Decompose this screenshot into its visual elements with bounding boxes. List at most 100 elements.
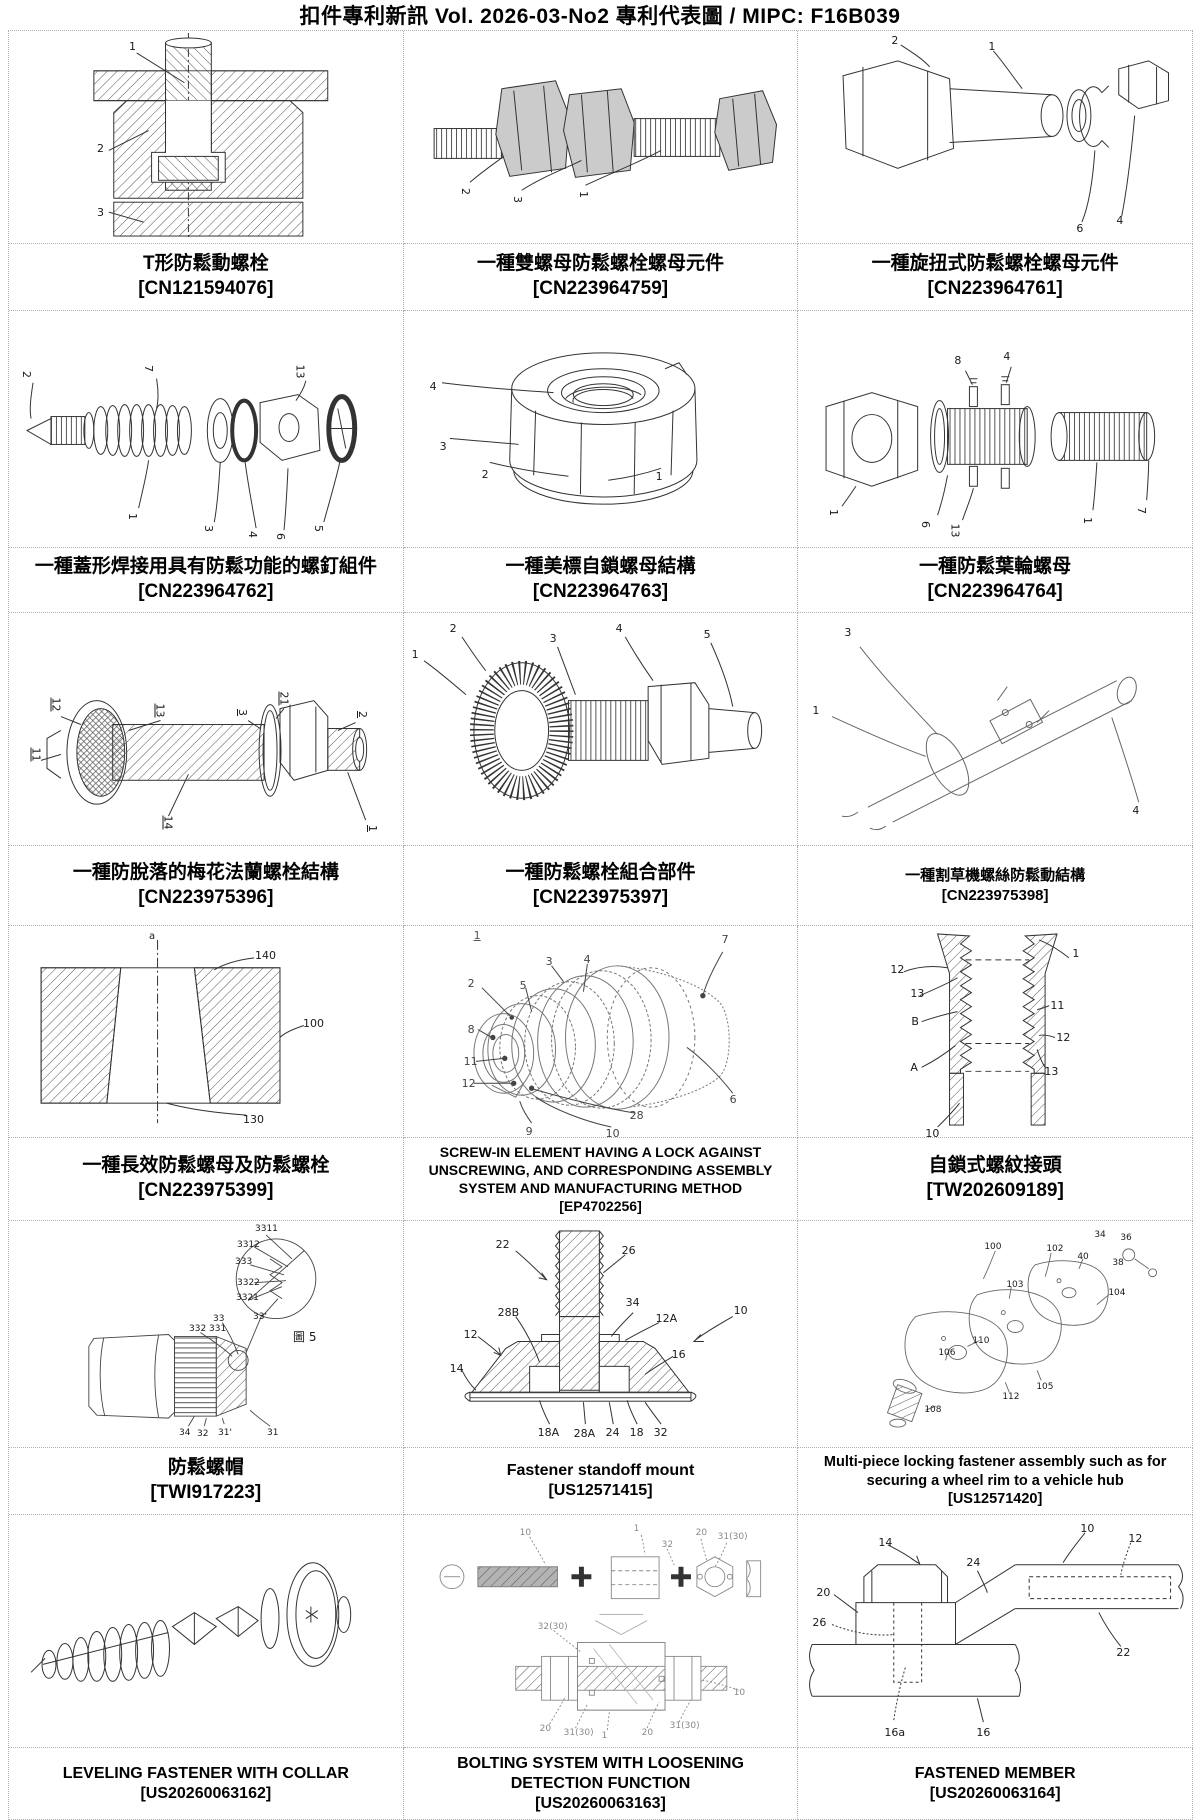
patent-title: BOLTING SYSTEM WITH LOOSENING DETECTION …	[457, 1754, 744, 1792]
figure-ref-label: 12	[890, 963, 905, 976]
figure-ref-label: 28A	[573, 1427, 596, 1440]
figure-ref-label: 331	[209, 1324, 227, 1334]
patent-drawing	[903, 933, 1070, 1128]
figure-ref-label: 31'	[218, 1428, 232, 1438]
patent-number: [US12571420]	[947, 1491, 1043, 1508]
figure-ref-label: A	[910, 1061, 918, 1074]
patent-number: [CN121594076]	[138, 278, 274, 299]
figure-ref-label: 圖 5	[293, 1330, 317, 1344]
figure-ref-label: 110	[972, 1336, 990, 1346]
figure-ref-label: 13	[153, 703, 167, 718]
caption-cn223964763: 一種美標自鎖螺母結構 [CN223964763]	[403, 548, 799, 613]
figure-ref-label: 12A	[655, 1312, 678, 1325]
figure-ref-label: 104	[1108, 1288, 1126, 1298]
patent-title: T形防鬆動螺栓	[143, 253, 269, 275]
patent-title: 自鎖式螺紋接頭	[928, 1155, 1062, 1177]
figure-ref-label: 11	[1050, 999, 1065, 1012]
figure-ref-label: 5	[312, 525, 325, 532]
figure-ref-label: 10	[925, 1127, 940, 1138]
figure-ref-label: 32(30)	[537, 1622, 568, 1632]
patent-number: [CN223964761]	[927, 278, 1063, 299]
patent-number: [CN223964762]	[138, 581, 274, 602]
patent-number: [US20260063164]	[929, 1784, 1061, 1802]
patent-title: SCREW-IN ELEMENT HAVING A LOCK AGAINST U…	[428, 1143, 773, 1196]
caption-cn223975398: 一種割草機螺絲防鬆動結構 [CN223975398]	[798, 846, 1193, 926]
patent-title: 一種防鬆螺栓組合部件	[505, 861, 696, 883]
patent-drawing	[30, 1562, 352, 1682]
figure-ref-label: 4	[1132, 804, 1140, 817]
figure-ref-label: 4	[1116, 214, 1124, 227]
figure-ref-label: 22	[495, 1238, 510, 1251]
patent-number: [CN223975396]	[138, 886, 274, 908]
figure-ref-label: 13	[1044, 1065, 1059, 1078]
figure-ref-label: 6	[1076, 222, 1084, 235]
figure-ref-label: 12	[49, 697, 63, 712]
patent-number: [US12571415]	[548, 1482, 653, 1499]
figure-ref-label: 11	[29, 747, 43, 762]
patent-drawing	[441, 352, 698, 505]
figure-ref-label: 31(30)	[563, 1728, 594, 1738]
figure-ref-label: 13	[948, 523, 962, 538]
patent-drawing	[40, 939, 305, 1124]
figure-ref-label: 130	[243, 1113, 264, 1126]
figure-ref-label: 3	[549, 632, 557, 645]
caption-twi917223: 防鬆螺帽 [TWI917223]	[9, 1448, 404, 1515]
figure-ref-label: 20	[641, 1728, 654, 1738]
figure-ref-label: 3	[545, 955, 553, 968]
figure-ref-label: B	[911, 1015, 919, 1028]
patent-number: [TWI917223]	[150, 1482, 262, 1503]
figure-ref-label: 100	[984, 1242, 1002, 1252]
caption-cn223975396: 一種防脫落的梅花法蘭螺栓結構 [CN223975396]	[9, 846, 404, 926]
figure-ref-label: 8	[954, 354, 962, 367]
patent-drawing	[473, 951, 733, 1128]
figure-ref-label: 7	[1135, 507, 1149, 514]
patent-title: 一種長效防鬆螺母及防鬆螺栓	[82, 1155, 330, 1177]
patent-number: [CN223975398]	[941, 886, 1049, 904]
figure-ref-label: 1	[655, 470, 663, 483]
figure-ref-label: 1	[129, 40, 136, 53]
figure-ref-label: 3	[844, 626, 852, 639]
figure-ref-label: 4	[583, 953, 591, 966]
figure-ref-label: 3312	[237, 1240, 260, 1250]
figure-ref-label: 1	[1072, 947, 1080, 960]
figure-ref-label: 105	[1036, 1382, 1054, 1392]
figure-ref-label: 6	[919, 521, 933, 528]
patent-drawing	[887, 1248, 1158, 1428]
patent-number: [CN223975399]	[138, 1180, 274, 1201]
figure-ref-label: 2	[97, 142, 104, 155]
patent-drawing	[809, 1532, 1184, 1723]
figure-ref-label: 4	[1003, 350, 1011, 363]
figure-ref-label: 10	[733, 1304, 748, 1317]
patent-title: 防鬆螺帽	[167, 1457, 244, 1479]
patent-title: 一種防脫落的梅花法蘭螺栓結構	[72, 861, 339, 883]
figure-ref-label: 6	[274, 533, 287, 540]
figure-ref-label: 1	[473, 929, 481, 942]
figure-ref-label: 333	[235, 1257, 253, 1267]
figure-ref-label: 31(30)	[717, 1532, 748, 1542]
caption-cn223975399: 一種長效防鬆螺母及防鬆螺栓 [CN223975399]	[9, 1138, 404, 1221]
figure-us20260063162	[9, 1515, 404, 1748]
patent-drawing	[825, 366, 1156, 521]
patent-number: [TW202609189]	[926, 1180, 1064, 1201]
figure-ref-label: 18	[629, 1426, 644, 1439]
figure-ref-label: 2	[449, 622, 457, 635]
figure-ref-label: 106	[938, 1348, 956, 1358]
figure-ref-label: 2	[20, 371, 33, 378]
figure-ref-label: 11	[463, 1055, 478, 1068]
figure-ref-label: 7	[142, 365, 155, 372]
figure-ref-label: 1	[1081, 517, 1095, 524]
patent-number: [CN223964759]	[532, 278, 669, 299]
figure-ref-label: 4	[615, 622, 623, 635]
figure-ref-label: 1	[126, 513, 139, 520]
figure-ref-label: 33'	[253, 1312, 267, 1322]
figure-ref-label: 108	[924, 1405, 942, 1415]
figure-ref-label: 2	[467, 977, 475, 990]
